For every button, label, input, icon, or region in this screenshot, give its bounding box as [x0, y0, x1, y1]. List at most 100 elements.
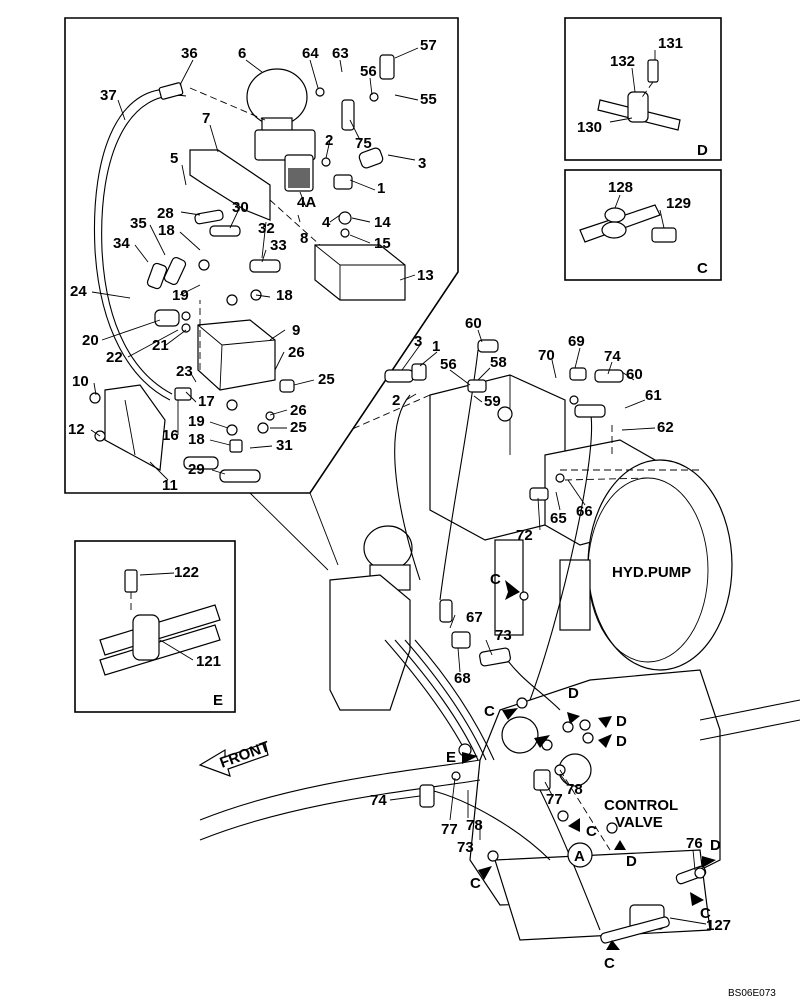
detail-box-e [74, 540, 236, 713]
part-number: 8 [300, 230, 308, 247]
front-label: FRONT [218, 738, 272, 772]
part-number: 18 [276, 287, 293, 304]
part-number: 60 [465, 315, 482, 332]
part-number: 131 [658, 35, 683, 52]
view-marker-d: D [616, 713, 627, 730]
part-number: 19 [172, 287, 189, 304]
part-number: 68 [454, 670, 471, 687]
part-number: 56 [440, 356, 457, 373]
part-number: 70 [538, 347, 555, 364]
view-marker-c: C [484, 703, 495, 720]
view-marker-d: D [710, 837, 721, 854]
detail-a-label: A [574, 848, 585, 865]
part-number: 57 [420, 37, 437, 54]
part-number: 129 [666, 195, 691, 212]
hyd-pump-label: HYD.PUMP [612, 564, 691, 581]
part-number: 4A [297, 194, 316, 211]
detail-c-clamp [579, 204, 677, 243]
part-number: 73 [457, 839, 474, 856]
control-valve-label-2: VALVE [615, 814, 663, 831]
part-number: 37 [100, 87, 117, 104]
part-number: 11 [162, 477, 178, 494]
part-number: 77 [441, 821, 458, 838]
part-number: 9 [292, 322, 300, 339]
part-number: 3 [418, 155, 426, 172]
part-number: 77 [546, 791, 563, 808]
part-number: 128 [608, 179, 633, 196]
part-number: 13 [417, 267, 434, 284]
part-number: 34 [113, 235, 130, 252]
part-number: 33 [270, 237, 287, 254]
detail-e-clamp [99, 569, 221, 676]
view-marker-d: D [568, 685, 579, 702]
part-number: 31 [276, 437, 293, 454]
manifold-block [197, 319, 276, 391]
drawing-code: BS06E073 [728, 988, 776, 999]
part-number: 64 [302, 45, 319, 62]
detail-box-e-label: E [213, 692, 223, 709]
part-number: 21 [152, 337, 169, 354]
part-number: 26 [288, 344, 305, 361]
view-marker-d: D [616, 733, 627, 750]
view-marker-letters: C C D D D E C C D D C C [446, 571, 721, 972]
part-number: 127 [706, 917, 731, 934]
detail-leader-line [249, 492, 329, 571]
part-number: 74 [604, 348, 621, 365]
part-number: 19 [188, 413, 205, 430]
part-number: 35 [130, 215, 147, 232]
view-marker-c: C [604, 955, 615, 972]
part-number: 4 [322, 214, 331, 231]
part-number: 36 [181, 45, 198, 62]
view-marker-d: D [626, 853, 637, 870]
part-number: 66 [576, 503, 593, 520]
part-number: 32 [258, 220, 275, 237]
solenoid-valve-block [314, 244, 406, 301]
part-number: 65 [550, 510, 567, 527]
part-number: 18 [188, 431, 205, 448]
front-direction-arrow: FRONT [198, 738, 272, 777]
part-number: 12 [68, 421, 85, 438]
part-number: 23 [176, 363, 193, 380]
hydraulic-pump-assembly [199, 339, 801, 944]
part-number: 10 [72, 373, 89, 390]
part-number: 15 [374, 235, 391, 252]
part-number: 76 [686, 835, 703, 852]
detail-box-c [564, 169, 722, 281]
leader-lines [90, 47, 707, 925]
view-marker-c: C [470, 875, 481, 892]
pilot-valve-detail [89, 54, 406, 483]
part-number: 18 [158, 222, 175, 239]
part-number: 1 [377, 180, 385, 197]
detail-box-d-label: D [697, 142, 708, 159]
part-number: 132 [610, 53, 635, 70]
part-number: 16 [162, 427, 179, 444]
detail-leader-line [309, 492, 339, 566]
part-number: 25 [318, 371, 335, 388]
part-number: 55 [420, 91, 437, 108]
part-number: 30 [232, 199, 249, 216]
part-number: 2 [392, 392, 400, 409]
hose-37 [93, 88, 181, 401]
part-number: 59 [484, 393, 501, 410]
part-number: 7 [202, 110, 210, 127]
view-marker-e: E [446, 749, 456, 766]
part-number: 17 [198, 393, 215, 410]
detail-a-marker [567, 842, 593, 868]
part-number: 24 [70, 283, 87, 300]
part-number: 78 [566, 781, 583, 798]
view-marker-c: C [586, 823, 597, 840]
part-number: 6 [238, 45, 246, 62]
part-number: 5 [170, 150, 178, 167]
part-number: 28 [157, 205, 174, 222]
part-number: 74 [370, 792, 387, 809]
part-number: 20 [82, 332, 99, 349]
part-number: 26 [290, 402, 307, 419]
part-number: 61 [645, 387, 662, 404]
detail-box-d [564, 17, 722, 161]
part-number: 3 [414, 333, 422, 350]
part-number: 29 [188, 461, 205, 478]
part-number: 22 [106, 349, 123, 366]
part-number: 25 [290, 419, 307, 436]
part-number: 69 [568, 333, 585, 350]
